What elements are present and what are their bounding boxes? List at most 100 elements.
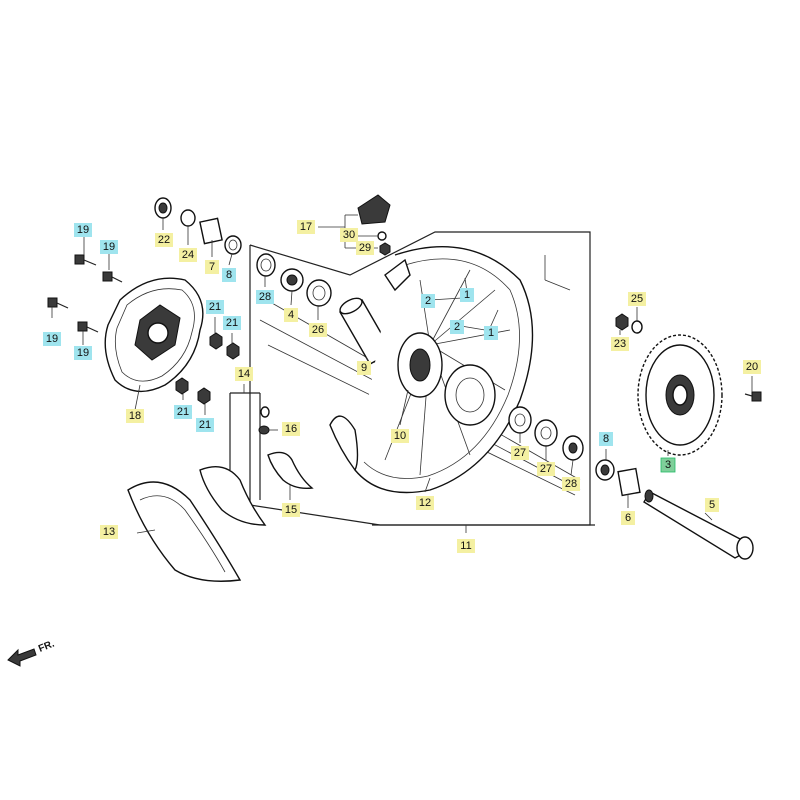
callout-26[interactable]: 26	[309, 323, 327, 337]
callout-25[interactable]: 25	[628, 292, 646, 306]
callout-15[interactable]: 15	[282, 503, 300, 517]
disc-bolt-set[interactable]	[47, 254, 123, 333]
svg-text:2: 2	[425, 295, 431, 307]
svg-text:1: 1	[464, 289, 470, 301]
svg-text:3: 3	[665, 459, 671, 471]
tire[interactable]	[127, 481, 242, 582]
svg-text:1: 1	[488, 327, 494, 339]
callout-7[interactable]: 7	[205, 260, 219, 274]
callout-12[interactable]: 12	[416, 496, 434, 510]
callout-21[interactable]: 21	[223, 316, 241, 330]
callout-16[interactable]: 16	[282, 422, 300, 436]
callout-2[interactable]: 2	[450, 320, 464, 334]
callout-6[interactable]: 6	[621, 511, 635, 525]
right-collar[interactable]	[595, 459, 615, 481]
chain-adjuster[interactable]	[617, 467, 641, 497]
callout-13[interactable]: 13	[100, 525, 118, 539]
driven-sprocket[interactable]	[637, 334, 723, 456]
svg-text:21: 21	[226, 317, 238, 329]
rim-band[interactable]	[267, 451, 314, 490]
callout-1[interactable]: 1	[460, 288, 474, 302]
svg-text:26: 26	[312, 324, 324, 336]
callout-29[interactable]: 29	[356, 241, 374, 255]
callout-2[interactable]: 2	[421, 294, 435, 308]
front-direction-label: FR.	[37, 638, 56, 654]
callout-22[interactable]: 22	[155, 233, 173, 247]
svg-text:30: 30	[343, 229, 355, 241]
svg-text:28: 28	[259, 291, 271, 303]
callout-8[interactable]: 8	[222, 268, 236, 282]
svg-text:21: 21	[199, 419, 211, 431]
callout-21[interactable]: 21	[206, 300, 224, 314]
callout-30[interactable]: 30	[340, 228, 358, 242]
svg-text:11: 11	[460, 540, 471, 552]
svg-text:12: 12	[419, 497, 431, 509]
callout-17[interactable]: 17	[297, 220, 315, 234]
disc-nut-set[interactable]	[175, 332, 240, 405]
callout-19[interactable]: 19	[74, 223, 92, 237]
svg-text:6: 6	[625, 512, 631, 524]
svg-text:7: 7	[209, 261, 215, 273]
callout-28[interactable]: 28	[256, 290, 274, 304]
svg-text:17: 17	[300, 221, 312, 233]
svg-text:23: 23	[614, 338, 626, 350]
brake-disc[interactable]	[104, 277, 204, 393]
svg-text:15: 15	[285, 504, 297, 516]
svg-text:29: 29	[359, 242, 371, 254]
callout-11[interactable]: 11	[457, 539, 475, 553]
svg-text:19: 19	[46, 333, 58, 345]
callout-10[interactable]: 10	[391, 429, 409, 443]
callout-5[interactable]: 5	[705, 498, 719, 512]
svg-text:19: 19	[77, 347, 89, 359]
callout-23[interactable]: 23	[611, 337, 629, 351]
tube[interactable]	[199, 466, 267, 526]
svg-text:16: 16	[285, 423, 297, 435]
callout-27[interactable]: 27	[511, 446, 529, 460]
svg-text:21: 21	[209, 301, 221, 313]
valve-parts[interactable]	[229, 392, 270, 500]
front-direction-arrow: FR.	[7, 638, 56, 667]
svg-text:21: 21	[177, 406, 189, 418]
callout-19[interactable]: 19	[43, 332, 61, 346]
svg-text:14: 14	[238, 368, 250, 380]
svg-text:19: 19	[103, 241, 115, 253]
svg-text:27: 27	[514, 447, 526, 459]
svg-text:4: 4	[288, 309, 294, 321]
callout-14[interactable]: 14	[235, 367, 253, 381]
callout-19[interactable]: 19	[74, 346, 92, 360]
callout-20[interactable]: 20	[743, 360, 761, 374]
left-spacer-set[interactable]	[154, 197, 242, 255]
svg-text:27: 27	[540, 463, 552, 475]
svg-text:2: 2	[454, 321, 460, 333]
svg-text:25: 25	[631, 293, 643, 305]
svg-text:8: 8	[603, 433, 609, 445]
rear-axle[interactable]	[643, 489, 754, 560]
callout-8[interactable]: 8	[599, 432, 613, 446]
svg-text:24: 24	[182, 249, 194, 261]
callout-24[interactable]: 24	[179, 248, 197, 262]
callout-28[interactable]: 28	[562, 477, 580, 491]
svg-text:13: 13	[103, 526, 115, 538]
callout-27[interactable]: 27	[537, 462, 555, 476]
callout-21[interactable]: 21	[174, 405, 192, 419]
callout-4[interactable]: 4	[284, 308, 298, 322]
left-bearing-set[interactable]	[256, 253, 332, 307]
svg-text:22: 22	[158, 234, 170, 246]
callout-3[interactable]: 3	[660, 457, 676, 473]
svg-text:20: 20	[746, 361, 758, 373]
svg-text:10: 10	[394, 430, 406, 442]
svg-text:8: 8	[226, 269, 232, 281]
svg-text:18: 18	[129, 410, 141, 422]
svg-text:9: 9	[361, 362, 367, 374]
svg-text:19: 19	[77, 224, 89, 236]
callout-21[interactable]: 21	[196, 418, 214, 432]
callout-tags: 19 19 19 19 18 22 24 7 8 21 21 21 21 28 …	[43, 220, 761, 553]
svg-text:5: 5	[709, 499, 715, 511]
callout-1[interactable]: 1	[484, 326, 498, 340]
callout-19[interactable]: 19	[100, 240, 118, 254]
svg-text:28: 28	[565, 478, 577, 490]
callout-9[interactable]: 9	[357, 361, 371, 375]
rim-lock[interactable]	[357, 194, 391, 256]
callout-18[interactable]: 18	[126, 409, 144, 423]
